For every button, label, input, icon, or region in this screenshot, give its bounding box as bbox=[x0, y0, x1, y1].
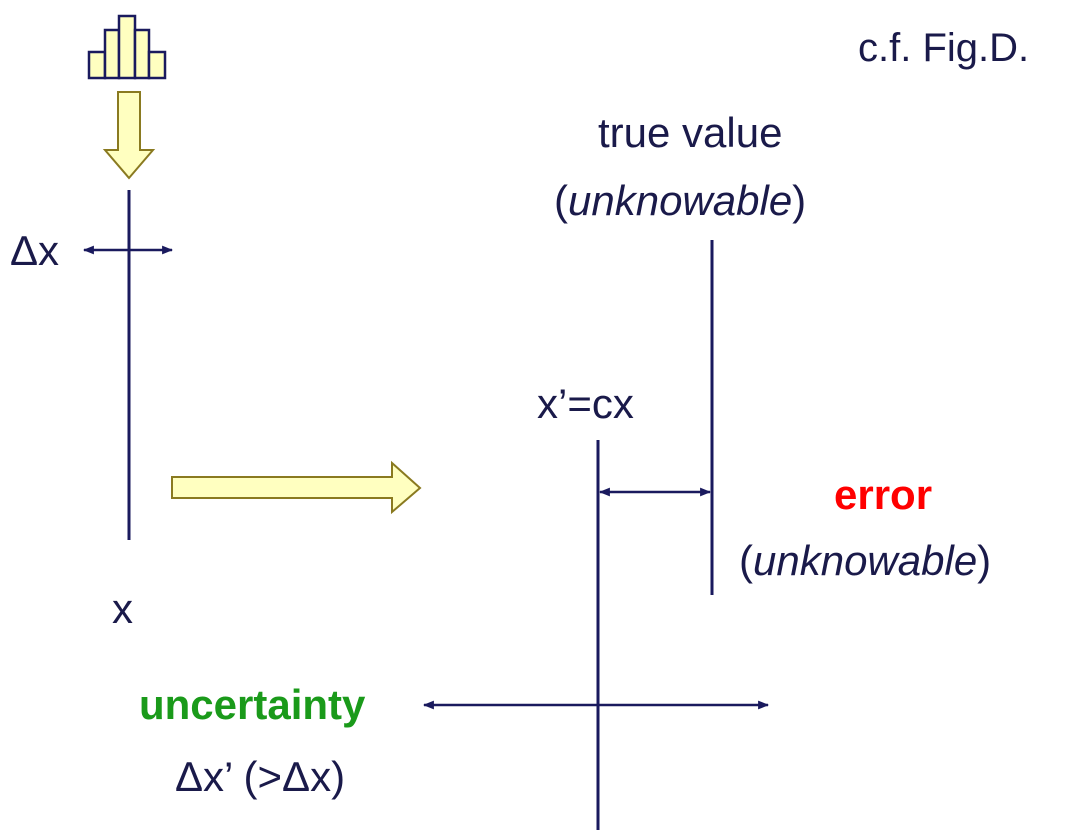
error-qualifier: (unknowable) bbox=[739, 537, 992, 584]
histogram-icon bbox=[87, 14, 167, 80]
x-label: x bbox=[112, 585, 133, 632]
true-value-label: true value bbox=[598, 109, 783, 156]
uncertainty-label: uncertainty bbox=[139, 681, 366, 728]
error-label: error bbox=[834, 471, 933, 518]
down-block-arrow-icon bbox=[102, 91, 156, 180]
x-prime-label: x’=cx bbox=[537, 380, 634, 427]
figure-reference: c.f. Fig.D. bbox=[858, 26, 1030, 70]
delta-x-label: Δx bbox=[10, 227, 60, 274]
right-block-arrow-icon bbox=[171, 460, 422, 515]
true-value-qualifier: (unknowable) bbox=[554, 177, 807, 224]
uncertainty-expression: Δx’ (>Δx) bbox=[175, 753, 346, 800]
